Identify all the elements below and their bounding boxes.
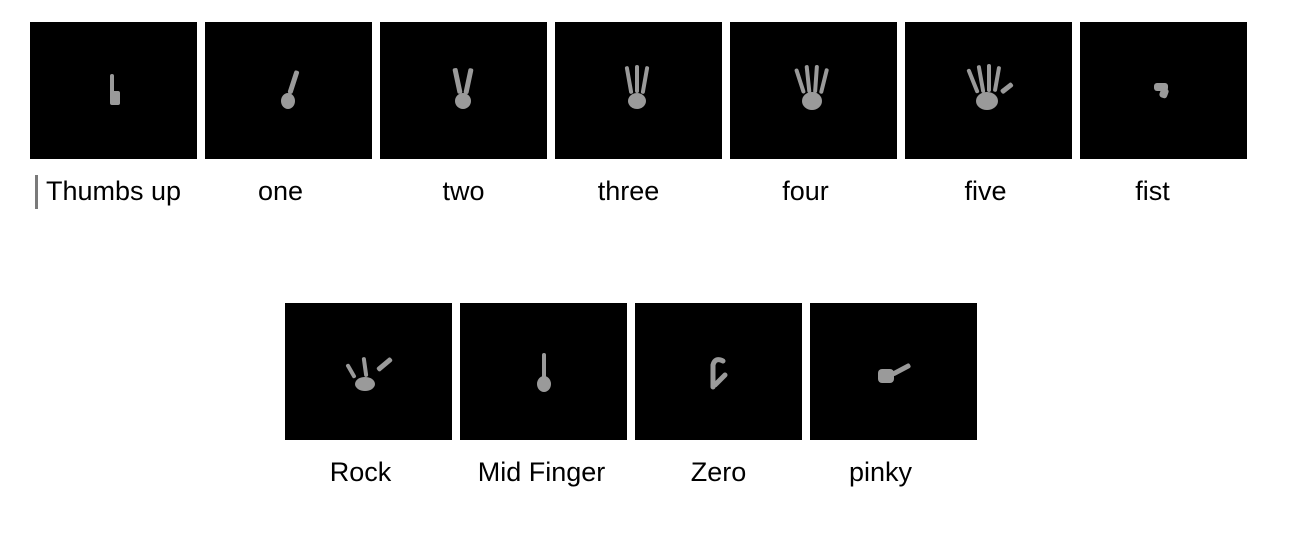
gesture-image-zero bbox=[635, 303, 802, 440]
thumbs-up-hand-icon bbox=[110, 74, 120, 105]
gesture-label-mid-finger: Mid Finger bbox=[477, 457, 606, 487]
text-cursor bbox=[35, 175, 38, 209]
gesture-image-one bbox=[205, 22, 372, 159]
gesture-image-five bbox=[905, 22, 1072, 159]
gesture-label-pinky: pinky bbox=[848, 457, 913, 487]
three-fingers-hand-icon bbox=[624, 65, 650, 109]
gesture-label-rock: Rock bbox=[329, 457, 392, 487]
gesture-label-five: five bbox=[964, 176, 1007, 206]
gesture-label-thumbs-up: Thumbs up bbox=[45, 176, 182, 206]
gesture-image-mid-finger bbox=[460, 303, 627, 440]
gesture-image-three bbox=[555, 22, 722, 159]
two-fingers-hand-icon bbox=[452, 68, 474, 109]
middle-finger-hand-icon bbox=[537, 353, 551, 392]
gesture-label-three: three bbox=[597, 176, 660, 206]
gesture-image-rock bbox=[285, 303, 452, 440]
fist-hand-icon bbox=[1154, 83, 1169, 99]
gesture-image-thumbs-up bbox=[30, 22, 197, 159]
rock-hand-icon bbox=[346, 357, 393, 391]
gesture-label-one: one bbox=[257, 176, 304, 206]
zero-hand-icon bbox=[710, 357, 728, 390]
gesture-label-zero: Zero bbox=[690, 457, 747, 487]
gesture-image-four bbox=[730, 22, 897, 159]
gesture-label-two: two bbox=[442, 176, 485, 206]
gesture-image-two bbox=[380, 22, 547, 159]
gesture-label-four: four bbox=[782, 176, 829, 206]
one-finger-hand-icon bbox=[281, 70, 300, 109]
gesture-image-pinky bbox=[810, 303, 977, 440]
gesture-label-fist: fist bbox=[1135, 176, 1170, 206]
open-hand-icon bbox=[966, 64, 1014, 110]
four-fingers-hand-icon bbox=[794, 65, 829, 110]
gesture-image-fist bbox=[1080, 22, 1247, 159]
pinky-hand-icon bbox=[878, 363, 911, 383]
